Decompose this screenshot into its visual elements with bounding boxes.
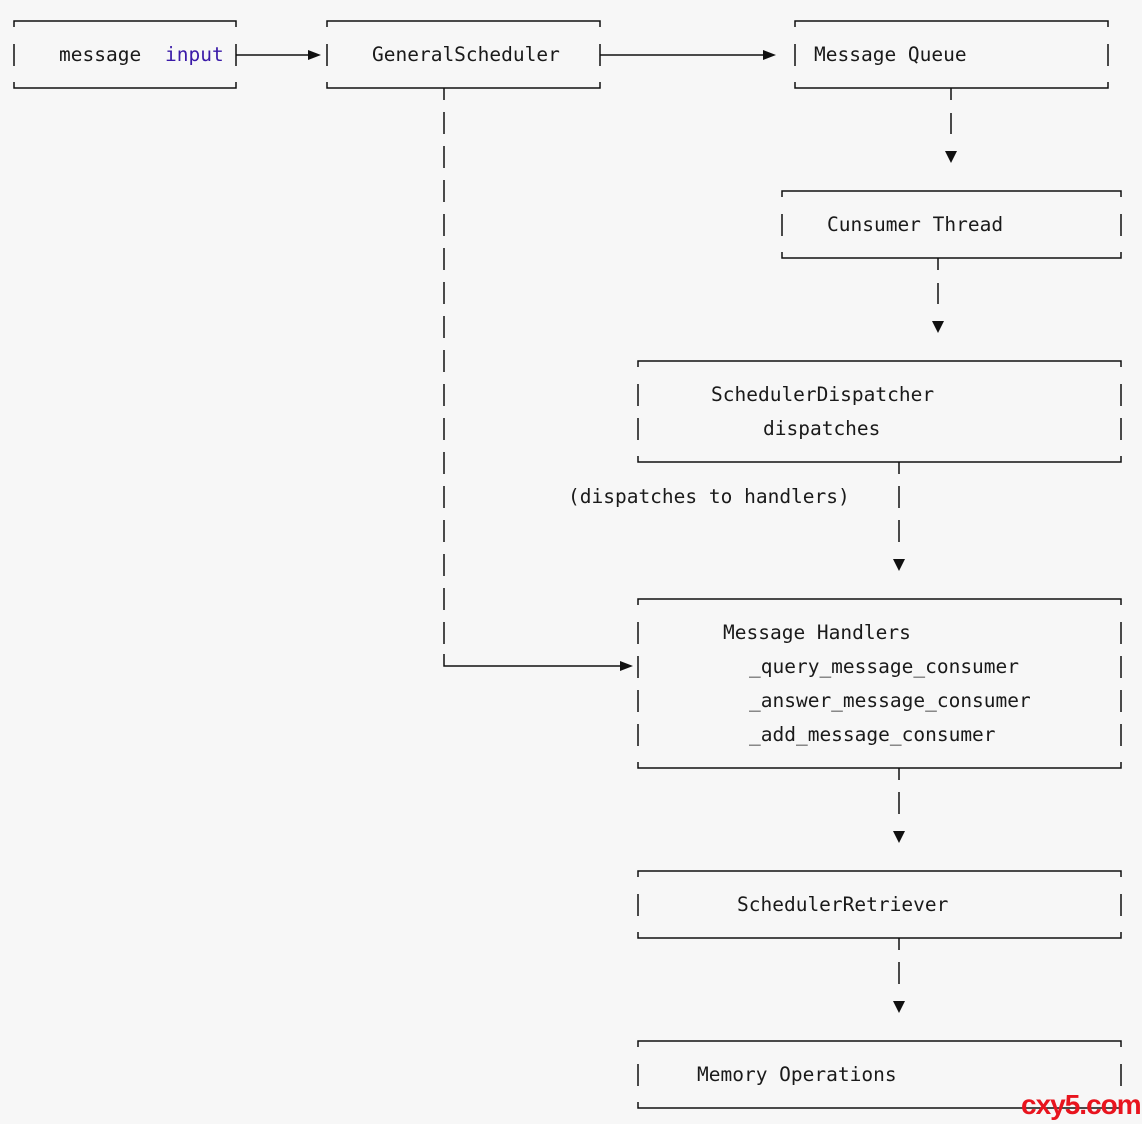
scheduler-dispatcher-title: SchedulerDispatcher bbox=[711, 383, 934, 406]
handler-item: _add_message_consumer bbox=[749, 723, 996, 746]
memory-operations-box: Memory Operations bbox=[637, 1040, 1122, 1109]
arrow-consumer-to-dispatcher bbox=[932, 258, 944, 333]
scheduler-retriever-box: SchedulerRetriever bbox=[637, 870, 1122, 939]
message-queue-label: Message Queue bbox=[814, 43, 967, 66]
message-handlers-title: Message Handlers bbox=[723, 621, 911, 644]
handler-item: _query_message_consumer bbox=[749, 655, 1019, 678]
scheduler-dispatcher-subtitle: dispatches bbox=[763, 417, 880, 440]
dispatches-edge-label: (dispatches to handlers) bbox=[568, 485, 850, 508]
arrow-handlers-to-retriever bbox=[893, 768, 905, 843]
arrow-queue-to-consumer bbox=[945, 88, 957, 163]
handler-item: _answer_message_consumer bbox=[749, 689, 1031, 712]
message-input-keyword: input bbox=[165, 43, 224, 66]
message-input-label: message bbox=[59, 43, 141, 66]
general-scheduler-box: GeneralScheduler bbox=[326, 20, 601, 89]
message-input-box: message input bbox=[13, 20, 237, 89]
scheduler-dispatcher-box: SchedulerDispatcher dispatches bbox=[637, 360, 1122, 463]
arrow-scheduler-to-queue bbox=[600, 50, 776, 60]
general-scheduler-label: GeneralScheduler bbox=[372, 43, 560, 66]
arrow-dispatcher-to-handlers: (dispatches to handlers) bbox=[568, 462, 905, 571]
arrow-scheduler-to-handlers bbox=[443, 88, 633, 671]
message-handlers-box: Message Handlers _query_message_consumer… bbox=[637, 598, 1122, 769]
arrow-input-to-scheduler bbox=[236, 50, 321, 60]
consumer-thread-label: Cunsumer Thread bbox=[827, 213, 1003, 236]
consumer-thread-box: Cunsumer Thread bbox=[781, 190, 1122, 259]
watermark-text: cxy5.com bbox=[1021, 1089, 1141, 1120]
scheduler-retriever-label: SchedulerRetriever bbox=[737, 893, 948, 916]
message-queue-box: Message Queue bbox=[794, 20, 1109, 89]
arrow-retriever-to-memory bbox=[893, 938, 905, 1013]
memory-operations-label: Memory Operations bbox=[697, 1063, 897, 1086]
